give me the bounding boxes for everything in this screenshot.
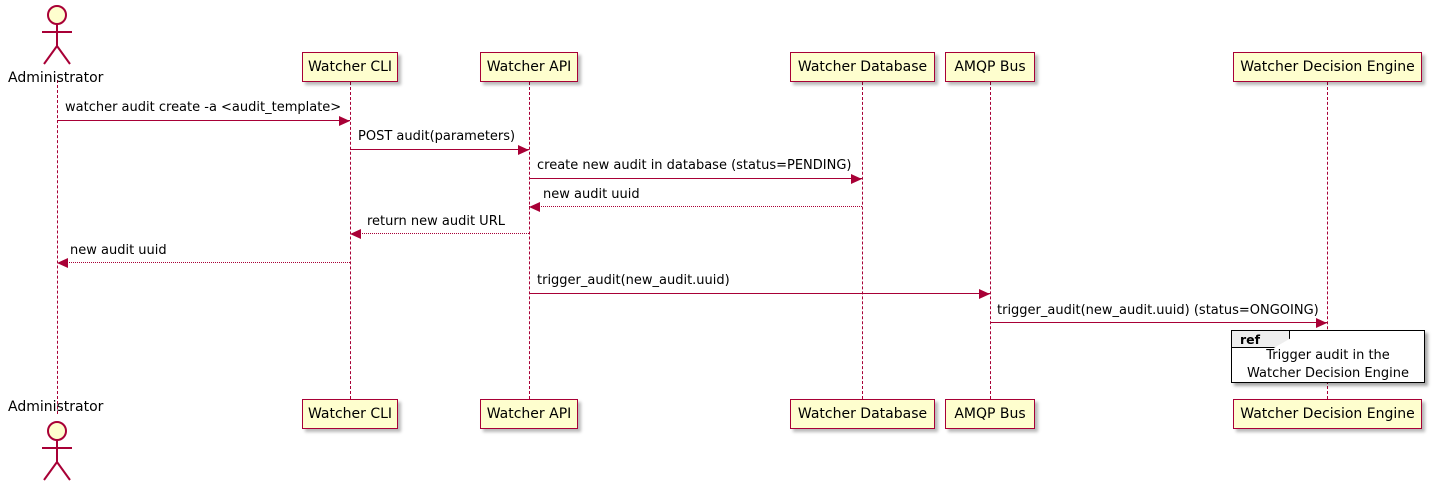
actor-admin-top xyxy=(37,4,77,66)
actor-admin-bottom-label: Administrator xyxy=(8,399,104,415)
participant-amqp-top[interactable]: AMQP Bus xyxy=(945,52,1035,82)
participant-label: Watcher API xyxy=(486,59,572,75)
lifeline-amqp xyxy=(990,82,991,399)
actor-admin-bottom xyxy=(37,420,77,482)
participant-amqp-bottom[interactable]: AMQP Bus xyxy=(945,399,1035,429)
message-arrowhead-m6 xyxy=(57,257,68,268)
message-arrowhead-m4 xyxy=(529,201,540,212)
participant-api-bottom[interactable]: Watcher API xyxy=(480,399,578,429)
lifeline-admin xyxy=(57,80,58,414)
message-label-m2: POST audit(parameters) xyxy=(358,129,516,144)
participant-label: Watcher Decision Engine xyxy=(1240,406,1415,422)
participant-label: Watcher Database xyxy=(797,406,928,422)
participant-db-bottom[interactable]: Watcher Database xyxy=(790,399,935,429)
lifeline-wde xyxy=(1327,82,1328,399)
participant-wde-top[interactable]: Watcher Decision Engine xyxy=(1233,52,1422,82)
message-label-m4: new audit uuid xyxy=(543,187,640,202)
message-arrowhead-m2 xyxy=(518,144,529,155)
participant-label: Watcher CLI xyxy=(307,59,393,75)
message-line-m3 xyxy=(529,178,862,179)
message-line-m8 xyxy=(990,322,1327,323)
message-label-m5: return new audit URL xyxy=(367,214,505,229)
message-arrowhead-m7 xyxy=(979,288,990,299)
participant-label: Watcher Decision Engine xyxy=(1240,59,1415,75)
message-arrowhead-m5 xyxy=(350,228,361,239)
lifeline-api xyxy=(529,82,530,399)
message-arrowhead-m1 xyxy=(339,115,350,126)
participant-label: Watcher Database xyxy=(797,59,928,75)
ref-fragment-line: Trigger audit in the xyxy=(1266,347,1390,363)
actor-admin-top-label: Administrator xyxy=(8,70,104,86)
ref-fragment-tab-label: ref xyxy=(1240,331,1261,347)
message-label-m1: watcher audit create -a <audit_template> xyxy=(65,100,342,115)
participant-label: Watcher API xyxy=(486,406,572,422)
participant-label: Watcher CLI xyxy=(307,406,393,422)
message-line-m1 xyxy=(57,120,350,121)
participant-label: AMQP Bus xyxy=(954,406,1026,422)
ref-fragment-line: Watcher Decision Engine xyxy=(1247,365,1409,381)
message-line-m2 xyxy=(350,149,529,150)
message-arrowhead-m3 xyxy=(851,173,862,184)
participant-cli-bottom[interactable]: Watcher CLI xyxy=(302,399,398,429)
lifeline-cli xyxy=(350,82,351,399)
participant-wde-bottom[interactable]: Watcher Decision Engine xyxy=(1233,399,1422,429)
message-line-m4 xyxy=(529,206,862,207)
message-line-m6 xyxy=(57,262,350,263)
participant-cli-top[interactable]: Watcher CLI xyxy=(302,52,398,82)
message-label-m6: new audit uuid xyxy=(70,243,167,258)
participant-api-top[interactable]: Watcher API xyxy=(480,52,578,82)
message-label-m7: trigger_audit(new_audit.uuid) xyxy=(537,273,730,288)
message-label-m8: trigger_audit(new_audit.uuid) (status=ON… xyxy=(997,303,1319,318)
message-arrowhead-m8 xyxy=(1316,317,1327,328)
participant-label: AMQP Bus xyxy=(954,59,1026,75)
message-line-m7 xyxy=(529,293,990,294)
message-label-m3: create new audit in database (status=PEN… xyxy=(537,158,852,173)
participant-db-top[interactable]: Watcher Database xyxy=(790,52,935,82)
ref-fragment-tab: ref xyxy=(1232,331,1290,348)
lifeline-db xyxy=(862,82,863,399)
message-line-m5 xyxy=(350,233,529,234)
